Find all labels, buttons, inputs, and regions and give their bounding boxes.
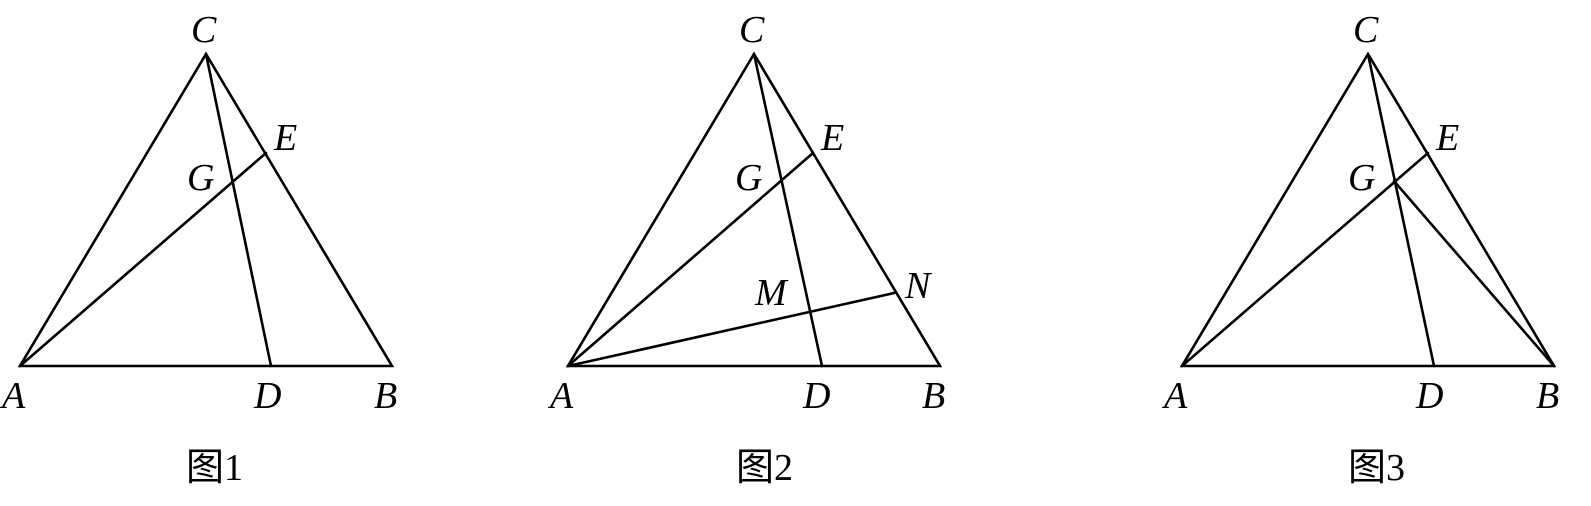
label-c: C xyxy=(1353,9,1379,51)
segment-an xyxy=(566,291,896,368)
label-b: B xyxy=(1536,375,1559,417)
label-e: E xyxy=(1435,117,1459,159)
label-b: B xyxy=(374,375,397,417)
triangle-abc xyxy=(565,51,943,368)
segment-cd xyxy=(752,52,824,368)
label-d: D xyxy=(253,375,281,417)
label-d: D xyxy=(1415,375,1443,417)
segment-cd xyxy=(204,52,273,368)
figure-2: C E G M N A D B 图2 xyxy=(547,9,945,489)
caption-2: 图2 xyxy=(736,447,793,489)
label-a: A xyxy=(1161,375,1188,417)
segment-gb xyxy=(1392,179,1556,368)
caption-3: 图3 xyxy=(1348,447,1405,489)
label-b: B xyxy=(922,375,945,417)
label-e: E xyxy=(820,117,844,159)
label-d: D xyxy=(802,375,830,417)
label-m: M xyxy=(754,272,789,314)
label-g: G xyxy=(735,157,762,199)
figure-1: C E G A D B 图1 xyxy=(0,9,397,489)
label-a: A xyxy=(0,375,26,417)
triangle-abc xyxy=(1179,51,1557,368)
label-g: G xyxy=(1348,157,1375,199)
segment-ae xyxy=(18,151,268,368)
segment-cd xyxy=(1366,52,1436,368)
label-e: E xyxy=(273,117,297,159)
triangle-abc xyxy=(17,51,395,368)
label-c: C xyxy=(191,9,217,51)
segment-ae xyxy=(1180,151,1430,368)
label-g: G xyxy=(187,157,214,199)
label-n: N xyxy=(904,265,933,307)
label-c: C xyxy=(739,9,765,51)
segment-ae xyxy=(566,151,815,368)
figure-3: C E G A D B 图3 xyxy=(1161,9,1559,489)
caption-1: 图1 xyxy=(186,447,243,489)
label-a: A xyxy=(547,375,574,417)
